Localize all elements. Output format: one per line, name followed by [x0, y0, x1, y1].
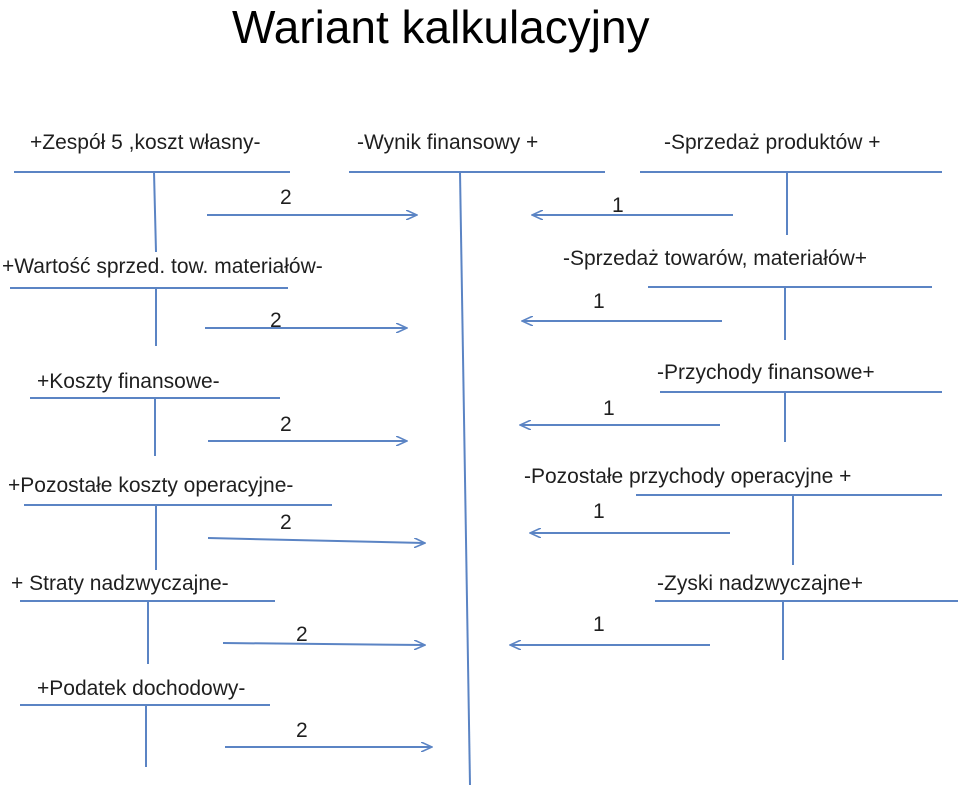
entry-number-2: 2 [270, 309, 282, 332]
arrow-2-pozostale-koszty [207, 537, 424, 543]
entry-number-2: 2 [296, 623, 308, 646]
account-name-podatek: +Podatek dochodowy- [37, 677, 246, 700]
entry-number-1: 1 [603, 397, 615, 420]
entry-number-2: 2 [280, 511, 292, 534]
account-name-koszty-finansowe: +Koszty finansowe- [37, 370, 220, 393]
account-name-zespol5: +Zespół 5 ,koszt własny- [30, 131, 261, 154]
account-name-przychody-finansowe: -Przychody finansowe+ [657, 361, 875, 384]
arrow-2-straty [222, 643, 424, 645]
account-name-sprzedaz-produktow: -Sprzedaż produktów + [664, 131, 881, 154]
entry-number-1: 1 [612, 194, 624, 217]
account-name-wartosc-sprzed: +Wartość sprzed. tow. materiałów- [2, 255, 323, 278]
account-name-straty: + Straty nadzwyczajne- [11, 572, 229, 595]
account-name-sprzedaz-towarow: -Sprzedaż towarów, materiałów+ [563, 247, 868, 270]
account-name-pozostale-koszty: +Pozostałe koszty operacyjne- [8, 474, 294, 497]
entry-number-2: 2 [296, 719, 308, 742]
entry-number-1: 1 [593, 290, 605, 313]
page-title: Wariant kalkulacyjny [232, 1, 650, 53]
account-name-pozostale-przychody: -Pozostałe przychody operacyjne + [524, 465, 852, 488]
account-name-wynik-finansowy: -Wynik finansowy + [357, 131, 539, 154]
entry-number-2: 2 [280, 413, 292, 436]
account-name-zyski-nadzwyczajne: -Zyski nadzwyczajne+ [657, 572, 863, 595]
entry-number-2: 2 [280, 186, 292, 209]
entry-number-1: 1 [593, 613, 605, 636]
entry-number-1: 1 [593, 500, 605, 523]
